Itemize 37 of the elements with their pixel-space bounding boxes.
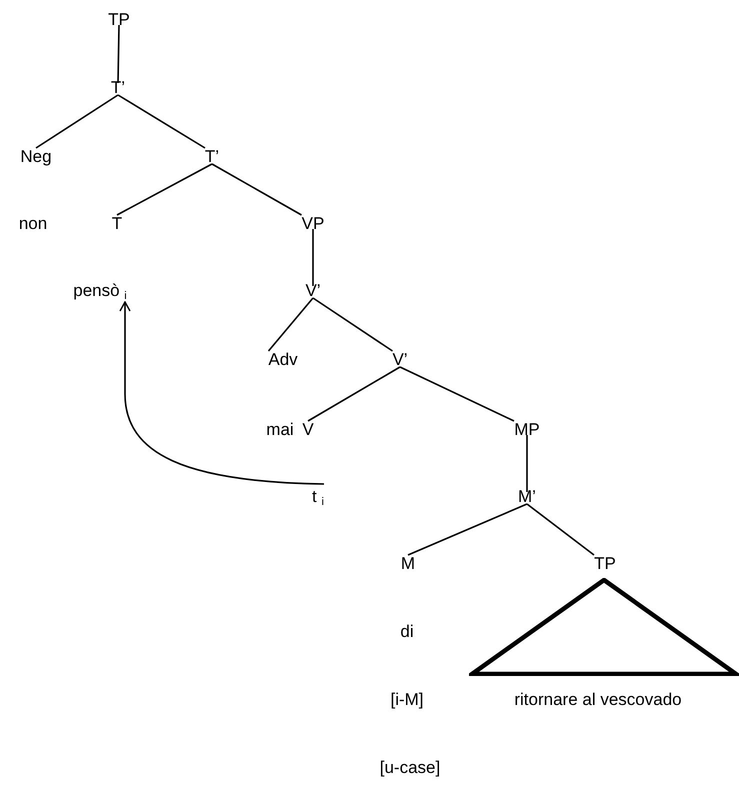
- tree-node-label: di: [400, 621, 414, 643]
- tree-branch: [36, 94, 118, 149]
- tree-node-label: T’: [204, 146, 220, 168]
- tree-branch: [312, 229, 314, 286]
- tree-branch: [526, 503, 594, 556]
- tree-node-label: V’: [305, 280, 321, 302]
- tree-branch: [118, 94, 206, 149]
- tree-branch: [408, 503, 528, 556]
- tree-node-label: VP: [302, 213, 324, 235]
- tree-node-label: Adv: [268, 349, 298, 371]
- movement-arrow: [119, 301, 324, 485]
- tree-node-label: [i-M]: [390, 689, 424, 711]
- tree-node-label: T’: [110, 77, 126, 99]
- tree-node-label: V: [302, 419, 314, 441]
- tree-node-label: t $_{i}$: [312, 486, 324, 508]
- tree-node-label: mai: [266, 419, 294, 441]
- tree-node-label: TP: [594, 553, 616, 575]
- tree-branch: [312, 297, 393, 352]
- tree-node-label: non: [18, 213, 48, 235]
- roof-triangle: [469, 578, 739, 676]
- tree-node-label: M’: [518, 486, 536, 508]
- tree-node-label: Neg: [20, 146, 52, 168]
- tree-node-label: T: [112, 213, 122, 235]
- tree-node-label: MP: [514, 419, 540, 441]
- tree-node-label: M: [400, 553, 416, 575]
- tree-node-label: [u-case]: [380, 757, 440, 779]
- tree-node-label: V’: [392, 349, 408, 371]
- tree-node-label: pensò $_{i}$: [73, 280, 127, 302]
- tree-branch: [308, 366, 400, 422]
- tree-node-label: TP: [108, 9, 130, 31]
- tree-branch: [400, 366, 514, 422]
- tree-node-label: ritornare al vescovado: [514, 689, 682, 711]
- tree-branch: [526, 435, 528, 492]
- tree-branch: [116, 163, 212, 216]
- tree-branch: [117, 24, 120, 84]
- tree-branch: [212, 163, 302, 216]
- tree-branch: [268, 297, 314, 352]
